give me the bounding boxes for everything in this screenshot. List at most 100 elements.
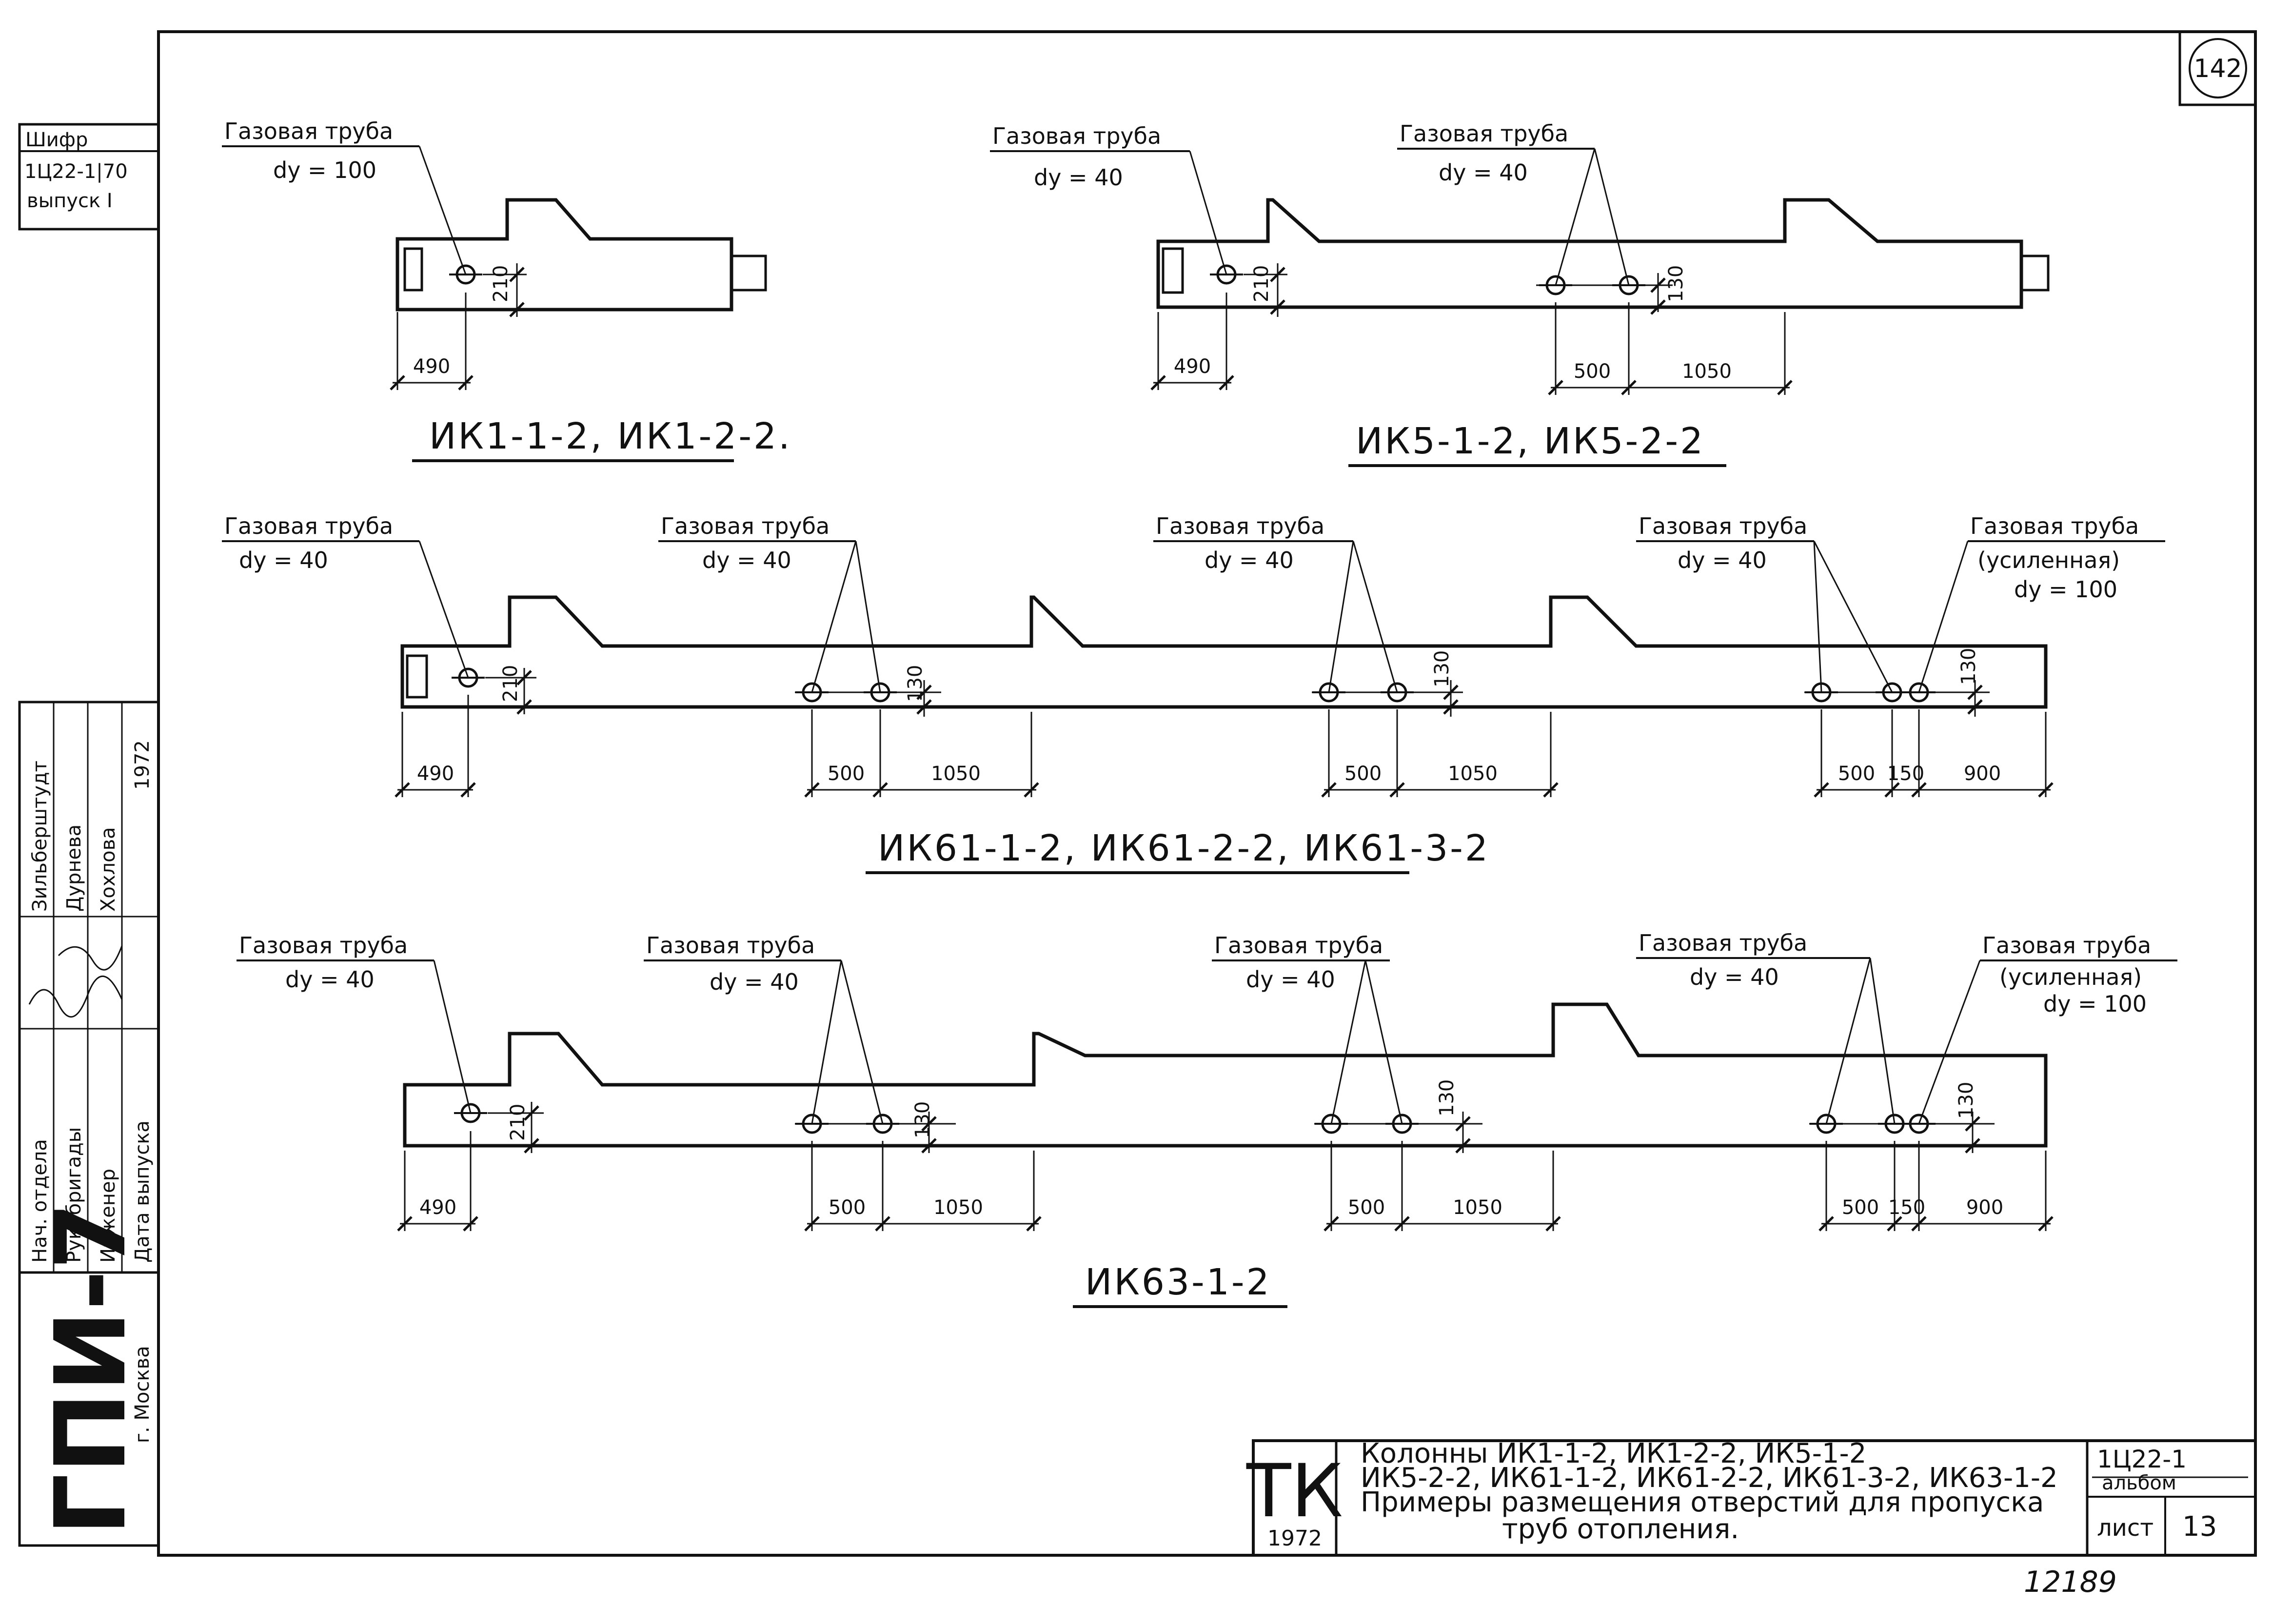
pipe-label: Газовая труба (1639, 513, 1807, 539)
pipe-dy: dy = 40 (1205, 547, 1294, 573)
end-stub (2020, 254, 2050, 292)
stamp-year: 1972 (131, 740, 154, 790)
dim-210: 210 (507, 1104, 529, 1141)
tk-year: 1972 (1267, 1526, 1322, 1551)
pipe-label: Газовая труба (224, 118, 393, 144)
dim-1050: 1050 (1448, 763, 1498, 785)
end-notch (406, 654, 428, 699)
dim-210: 210 (490, 265, 512, 302)
title-line-1: Колонны ИК1-1-2, ИК1-2-2, ИК5-1-2 (1361, 1438, 1866, 1469)
sheet-label: лист (2097, 1514, 2154, 1542)
sheet-frame (157, 30, 2257, 1557)
diagram-ik5: 490 210 130 500 1050 Газовая труба dy = … (990, 120, 2050, 467)
dim-500: 500 (1574, 360, 1611, 383)
pipe-label: Газовая труба (224, 513, 393, 539)
pipe-dy: dy = 40 (285, 966, 375, 993)
title-block: ТК 1972 Колонны ИК1-1-2, ИК1-2-2, ИК5-1-… (1246, 1438, 2257, 1557)
dim-500: 500 (1344, 763, 1382, 785)
title-line-3: Примеры размещения отверстий для пропуск… (1361, 1487, 2044, 1518)
org-mark: ГПИ-7 (34, 1202, 148, 1536)
pipe-dy: dy = 40 (1678, 547, 1767, 573)
column-outline (1156, 198, 2023, 309)
left-stamp: Шифр 1Ц22-1|70 выпуск I Нач. отдела Рук.… (18, 123, 160, 1547)
title-line-4: труб отопления. (1502, 1513, 1739, 1545)
end-notch (1162, 247, 1184, 294)
series-title-ik61: ИК61-1-2, ИК61-2-2, ИК61-3-2 (878, 827, 1490, 869)
org-city: г. Москва (131, 1346, 154, 1443)
dim-490: 490 (419, 1196, 456, 1219)
pipe-label: Газовая труба (1982, 932, 2151, 959)
pipe-dy: dy = 40 (1439, 159, 1528, 186)
issue-label: выпуск I (27, 190, 113, 212)
pipe-label: Газовая труба (239, 932, 408, 959)
dim-500: 500 (1348, 1196, 1385, 1219)
role-head-of-dept: Нач. отдела (29, 1139, 51, 1263)
dim-500: 500 (829, 1196, 866, 1219)
dim-130: 130 (911, 1101, 934, 1138)
dim-1050: 1050 (931, 763, 981, 785)
dim-130: 130 (904, 665, 927, 702)
dim-150: 150 (1887, 763, 1924, 785)
dim-210: 210 (1250, 265, 1273, 302)
pipe-label: Газовая труба (646, 932, 815, 959)
signature-marks (28, 945, 123, 1018)
name-2: Дурнева (63, 824, 85, 912)
column-outline (400, 595, 2048, 709)
tk-mark: ТК (1246, 1449, 1343, 1534)
column-outline (403, 1002, 2048, 1148)
series-title-ik1: ИК1-1-2, ИК1-2-2. (429, 415, 792, 457)
cipher-value: 1Ц22-1|70 (24, 160, 128, 183)
pipe-dy: dy = 40 (1690, 964, 1779, 990)
pipe-reinforced: (усиленная) (1999, 964, 2142, 990)
dim-150: 150 (1888, 1196, 1925, 1219)
dim-1050: 1050 (1453, 1196, 1502, 1219)
dim-130: 130 (1957, 648, 1980, 685)
cipher-label: Шифр (25, 129, 88, 151)
pipe-dy: dy = 100 (2043, 991, 2147, 1017)
dim-500: 500 (1842, 1196, 1879, 1219)
dim-130: 130 (1436, 1079, 1458, 1116)
pipe-dy: dy = 100 (2014, 576, 2117, 603)
pipe-label: Газовая труба (1400, 120, 1568, 147)
diagram-ik61: 210 130 130 130 490 500 1050 500 1050 (222, 513, 2165, 874)
dim-130: 130 (1955, 1082, 1977, 1119)
dim-500: 500 (1838, 763, 1875, 785)
dim-210: 210 (499, 665, 522, 702)
dim-900: 900 (1966, 1196, 2003, 1219)
role-issue-date: Дата выпуска (131, 1120, 154, 1263)
sheet-num: 13 (2182, 1511, 2217, 1543)
pipe-label: Газовая труба (1970, 513, 2139, 539)
dim-500: 500 (828, 763, 865, 785)
dim-1050: 1050 (1682, 360, 1732, 383)
album-label: альбом (2102, 1472, 2176, 1494)
dim-490: 490 (413, 355, 450, 378)
pipe-dy: dy = 100 (273, 157, 376, 183)
pipe-label: Газовая труба (1156, 513, 1324, 539)
name-3: Хохлова (97, 827, 119, 912)
dim-1050: 1050 (933, 1196, 983, 1219)
pipe-dy: dy = 40 (702, 547, 791, 573)
name-1: Зильберштудт (29, 761, 51, 912)
pipe-dy: dy = 40 (710, 969, 799, 995)
dim-130: 130 (1431, 650, 1453, 687)
dim-490: 490 (417, 763, 454, 785)
end-notch (403, 247, 423, 292)
pipe-dy: dy = 40 (239, 547, 328, 573)
sheet-number-box (2178, 30, 2257, 106)
pipe-reinforced: (усиленная) (1977, 547, 2120, 573)
diagram-ik63: 210 130 130 130 490 500 1050 500 1050 (237, 930, 2177, 1308)
role-team-lead: Рук. бригады (63, 1127, 85, 1263)
diagram-ik1: 490 210 Газовая труба dy = 100 ИК1-1-2, … (222, 118, 792, 462)
doc-code: 1Ц22-1 (2097, 1445, 2187, 1473)
footer-number: 12189 (2024, 1565, 2117, 1599)
title-line-2: ИК5-2-2, ИК61-1-2, ИК61-2-2, ИК61-3-2, И… (1361, 1462, 2058, 1494)
column-outline (395, 198, 733, 312)
pipe-dy: dy = 40 (1246, 966, 1335, 993)
sheet-number-circle (2189, 38, 2247, 98)
pipe-label: Газовая труба (661, 513, 830, 539)
sheet-number: 142 (2193, 54, 2242, 83)
role-engineer: Инженер (97, 1169, 119, 1263)
dim-900: 900 (1964, 763, 2001, 785)
pipe-label: Газовая труба (1214, 932, 1383, 959)
